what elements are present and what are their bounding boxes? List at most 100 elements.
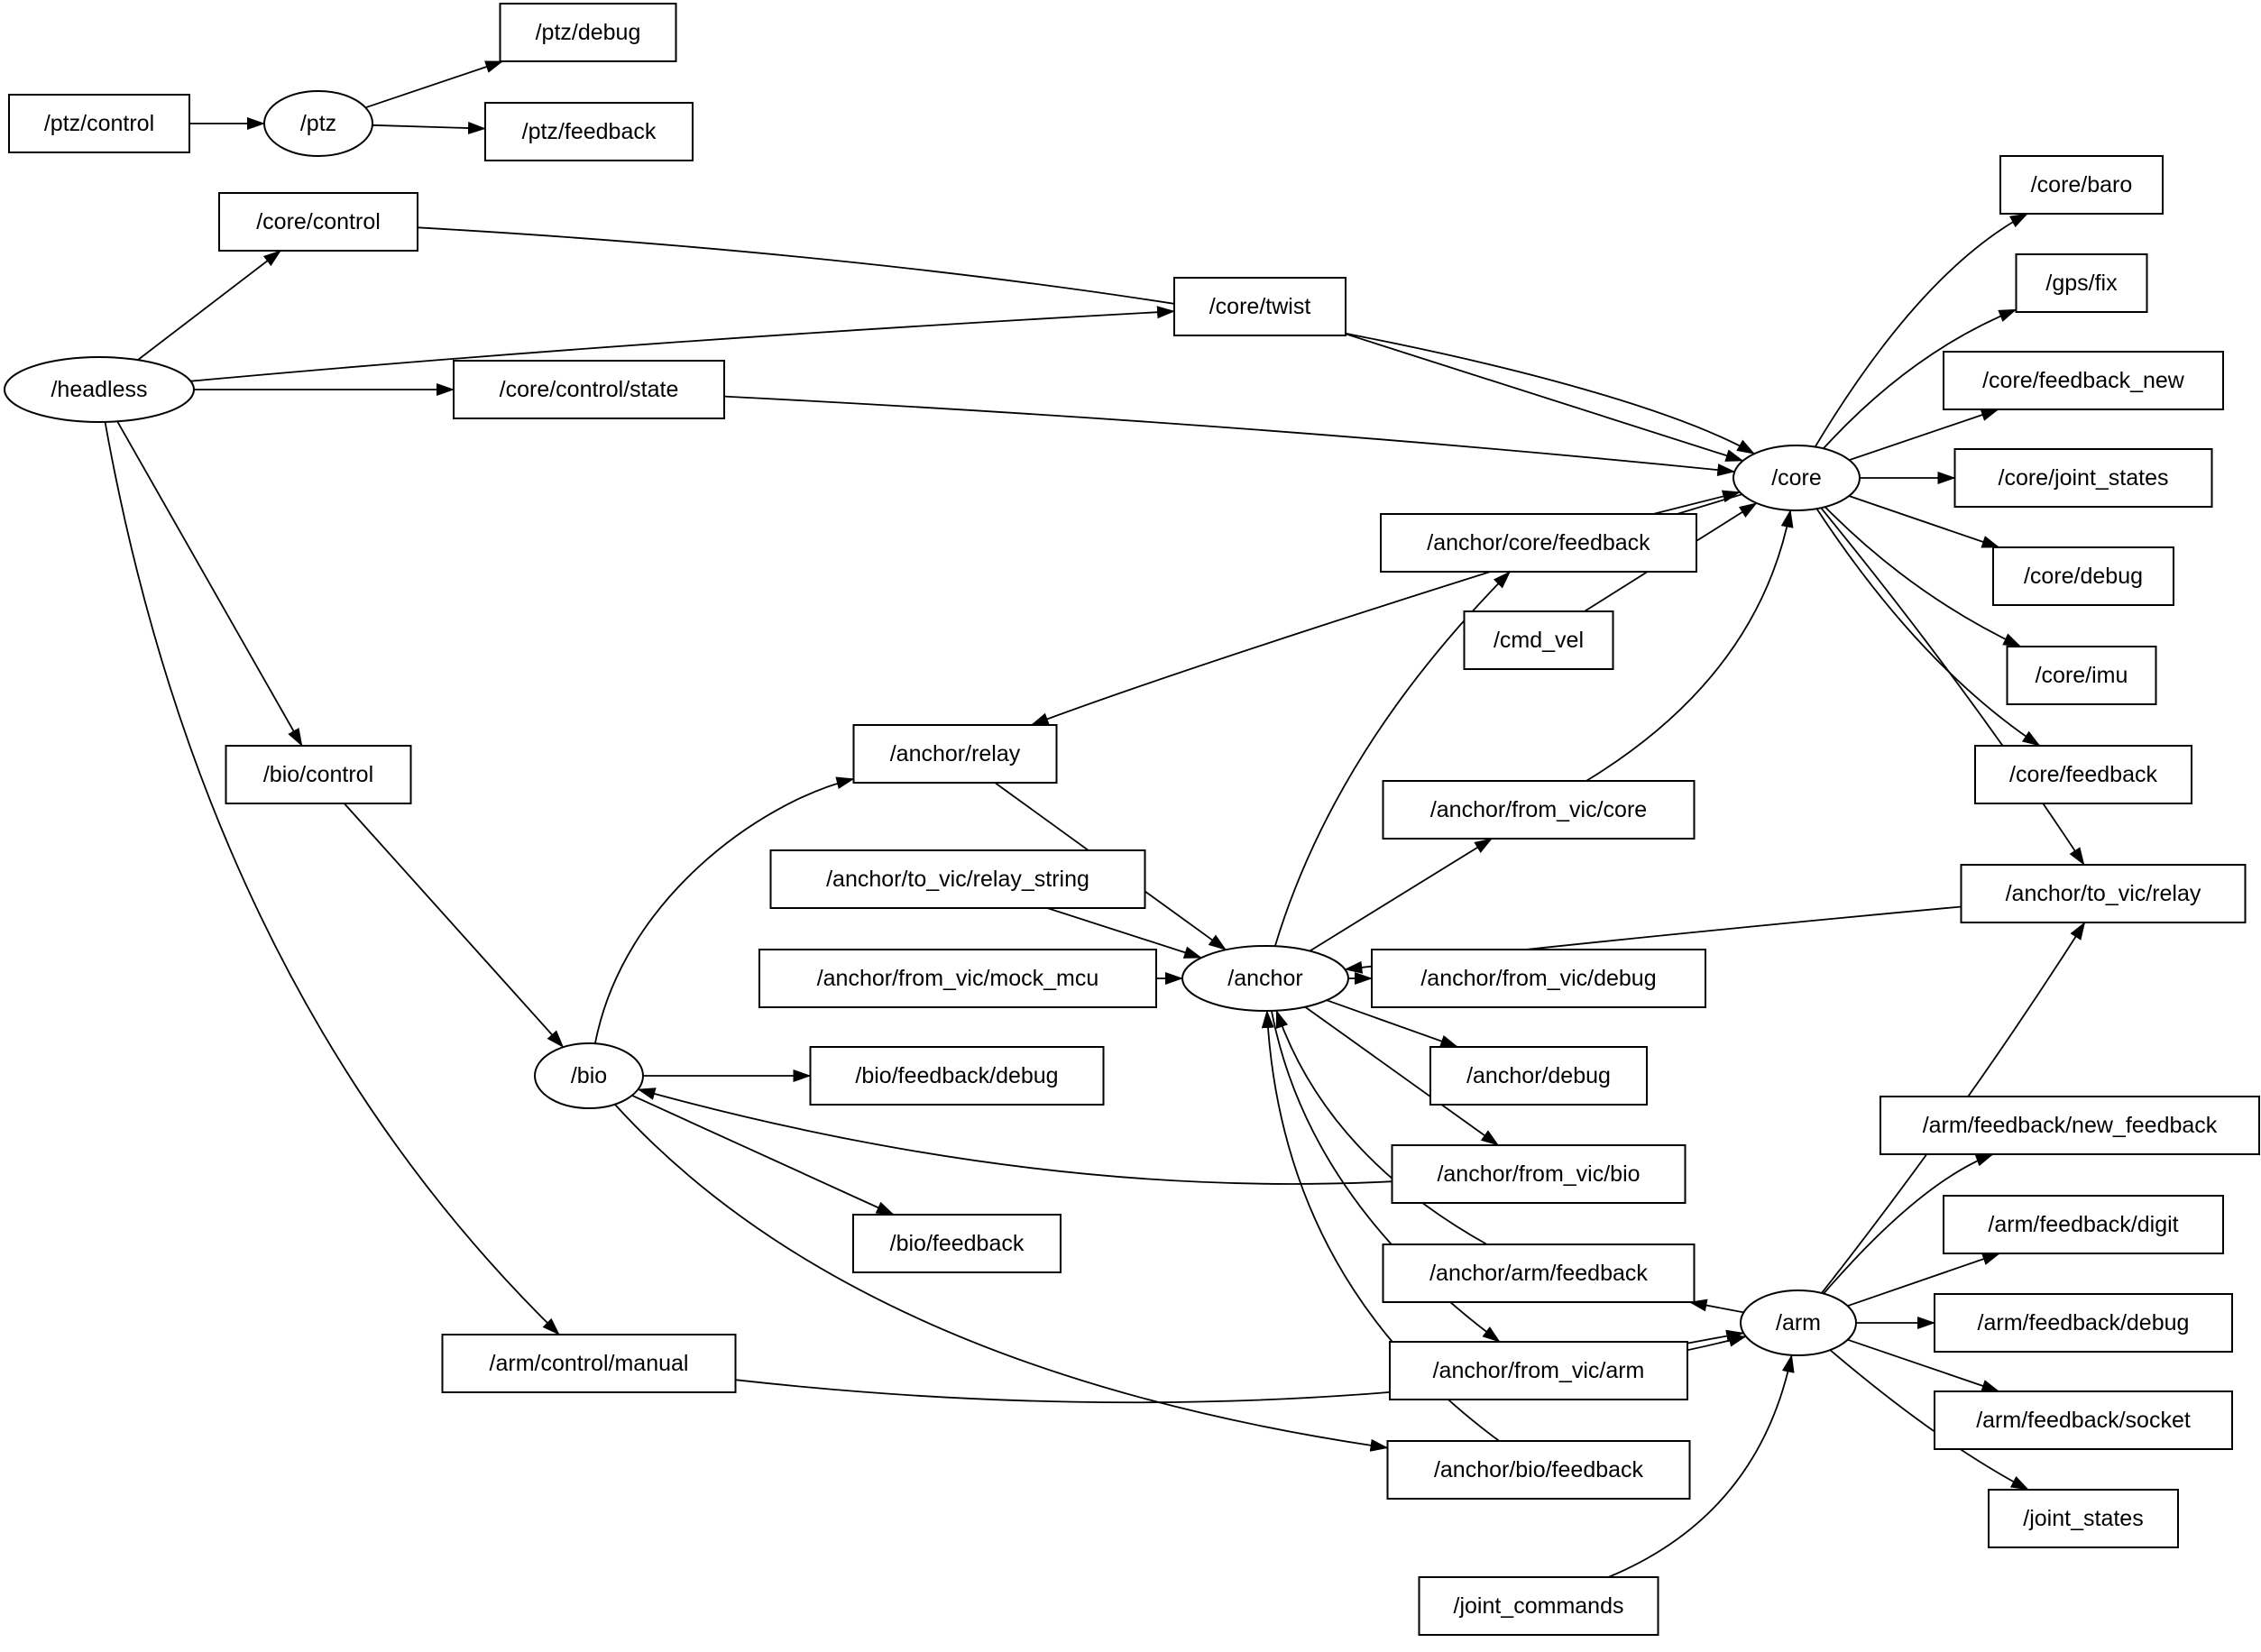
topic-box	[1953, 448, 2213, 508]
ros-topic-arm_feedback_debug: /arm/feedback/debug	[1934, 1293, 2233, 1353]
edge-headless-to-core_twist	[190, 306, 1175, 382]
node-label-arm: /arm	[1776, 1310, 1821, 1335]
edge-core-to-anchor_to_vic_relay	[1820, 507, 2085, 866]
ros-topic-core_feedback: /core/feedback	[1974, 745, 2192, 804]
ros-topic-anchor_core_feedback: /anchor/core/feedback	[1380, 513, 1697, 573]
edge-headless-to-bio_control	[116, 420, 303, 747]
topic-box	[1418, 1576, 1659, 1636]
ros-topic-arm_feedback_digit: /arm/feedback/digit	[1943, 1195, 2224, 1254]
node-label-arm_feedback_socket: /arm/feedback/socket	[1976, 1408, 2191, 1433]
topic-box	[499, 3, 677, 62]
node-label-anchor_to_vic_relay: /anchor/to_vic/relay	[2006, 881, 2201, 906]
ros-topic-bio_control: /bio/control	[225, 745, 412, 804]
ros-topic-ptz_control: /ptz/control	[8, 94, 190, 153]
node-label-anchor_to_vic_relay_string: /anchor/to_vic/relay_string	[826, 867, 1089, 892]
ros-topic-anchor_relay: /anchor/relay	[852, 724, 1058, 784]
ros-topic-arm_control_manual: /arm/control/manual	[441, 1334, 737, 1393]
node-label-core_feedback_new: /core/feedback_new	[1982, 368, 2185, 393]
topic-box	[1386, 1440, 1691, 1500]
ros-topic-anchor_arm_feedback: /anchor/arm/feedback	[1382, 1244, 1696, 1303]
edge-core_control-to-core	[417, 226, 1756, 454]
topic-box	[1988, 1489, 2179, 1548]
node-label-core_control_state: /core/control/state	[500, 377, 679, 402]
topic-box	[758, 949, 1157, 1008]
ros-topic-core_feedback_new: /core/feedback_new	[1943, 351, 2224, 410]
topic-box	[1992, 546, 2174, 606]
topic-box	[1934, 1390, 2233, 1450]
ros-topic-core_debug: /core/debug	[1992, 546, 2174, 606]
node-label-arm_feedback_debug: /arm/feedback/debug	[1978, 1310, 2190, 1335]
ros-topic-core_control_state: /core/control/state	[453, 360, 725, 419]
node-label-joint_states: /joint_states	[2023, 1506, 2143, 1531]
edge-headless-to-core_control	[137, 250, 281, 361]
topic-box	[218, 192, 418, 252]
ros-node-arm: /arm	[1740, 1289, 1857, 1356]
edge-core_control_state-to-core	[723, 395, 1736, 477]
node-label-ptz_debug: /ptz/debug	[536, 20, 641, 45]
topic-box	[441, 1334, 737, 1393]
node-label-headless: /headless	[51, 377, 147, 402]
ros-topic-core_twist: /core/twist	[1173, 277, 1346, 336]
ros-topic-bio_feedback_debug: /bio/feedback/debug	[809, 1046, 1105, 1106]
node-ellipse	[263, 90, 373, 157]
topic-box	[809, 1046, 1105, 1106]
edge-arm-to-arm_feedback_new_feedback	[1823, 1153, 1994, 1295]
edge-core-to-core_baro	[1814, 213, 2028, 448]
topic-box	[1943, 1195, 2224, 1254]
edge-ptz-to-ptz_debug	[365, 60, 504, 109]
edge-core-to-core_imu	[1824, 506, 2022, 647]
ros-topic-anchor_from_vic_debug: /anchor/from_vic/debug	[1371, 949, 1706, 1008]
ros-topic-arm_feedback_new_feedback: /arm/feedback/new_feedback	[1880, 1096, 2260, 1155]
ros-topic-bio_feedback: /bio/feedback	[852, 1214, 1062, 1273]
node-label-ptz_feedback: /ptz/feedback	[522, 119, 657, 144]
topic-box	[1943, 351, 2224, 410]
node-label-anchor_core_feedback: /anchor/core/feedback	[1427, 530, 1650, 555]
edge-anchor_from_vic_arm-to-arm	[1687, 1329, 1745, 1345]
node-label-anchor: /anchor	[1227, 966, 1302, 991]
node-label-gps_fix: /gps/fix	[2045, 271, 2118, 296]
ros-topic-anchor_from_vic_core: /anchor/from_vic/core	[1382, 780, 1696, 840]
topic-box	[484, 102, 694, 161]
topic-box	[852, 1214, 1062, 1273]
node-label-core_baro: /core/baro	[2031, 172, 2133, 197]
edge-bio-to-bio_feedback	[631, 1094, 895, 1216]
node-label-anchor_relay: /anchor/relay	[890, 741, 1021, 766]
node-label-anchor_arm_feedback: /anchor/arm/feedback	[1429, 1261, 1648, 1286]
ros-topic-anchor_from_vic_bio: /anchor/from_vic/bio	[1391, 1144, 1687, 1204]
topic-box	[1371, 949, 1706, 1008]
edge-arm-to-arm_feedback_socket	[1847, 1338, 2000, 1392]
ros-topic-anchor_from_vic_mock_mcu: /anchor/from_vic/mock_mcu	[758, 949, 1157, 1008]
edge-arm-to-arm_feedback_digit	[1847, 1253, 2001, 1308]
ros-topic-ptz_feedback: /ptz/feedback	[484, 102, 694, 161]
node-label-arm_feedback_new_feedback: /arm/feedback/new_feedback	[1923, 1113, 2218, 1138]
topic-box	[1173, 277, 1346, 336]
topic-box	[2006, 646, 2157, 705]
node-label-anchor_from_vic_core: /anchor/from_vic/core	[1430, 797, 1647, 822]
ros-topic-core_joint_states: /core/joint_states	[1953, 448, 2213, 508]
edge-anchor_from_vic_bio-to-bio	[637, 1088, 1392, 1185]
ros-topic-arm_feedback_socket: /arm/feedback/socket	[1934, 1390, 2233, 1450]
ros-topic-core_imu: /core/imu	[2006, 646, 2157, 705]
ros-topic-ptz_debug: /ptz/debug	[499, 3, 677, 62]
ros-topic-core_baro: /core/baro	[1999, 155, 2164, 215]
node-ellipse	[534, 1042, 644, 1109]
node-label-ptz: /ptz	[300, 111, 336, 136]
node-label-core_imu: /core/imu	[2036, 663, 2128, 688]
topic-box	[1999, 155, 2164, 215]
ros-node-anchor: /anchor	[1181, 945, 1349, 1012]
topic-box	[1380, 513, 1697, 573]
edge-anchor-to-anchor_from_vic_bio	[1304, 1005, 1500, 1146]
node-label-bio_feedback: /bio/feedback	[890, 1231, 1025, 1256]
topic-box	[852, 724, 1058, 784]
topic-box	[1463, 610, 1614, 670]
ros-topic-anchor_bio_feedback: /anchor/bio/feedback	[1386, 1440, 1691, 1500]
edge-core-to-core_feedback	[1815, 508, 2041, 747]
topic-box	[1389, 1341, 1688, 1400]
edge-bio-to-anchor_relay	[594, 776, 855, 1044]
node-label-anchor_from_vic_bio: /anchor/from_vic/bio	[1437, 1161, 1640, 1187]
edge-core-to-core_debug	[1848, 495, 2000, 548]
topic-box	[769, 849, 1146, 909]
topic-box	[1382, 1244, 1696, 1303]
